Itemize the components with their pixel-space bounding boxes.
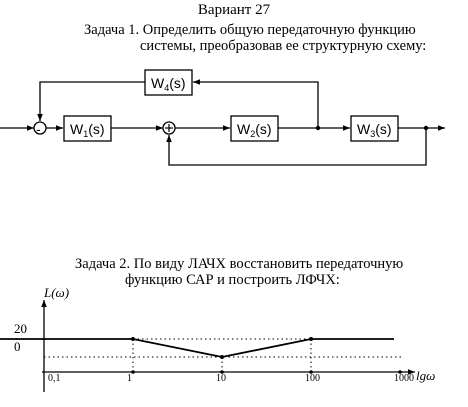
lafc-chart: 0,1 1 10 100 1000 20 0 L(ω) lgω: [0, 285, 435, 392]
branch-node-1: [315, 125, 321, 131]
x-tick-label-1: 1: [127, 373, 132, 384]
y-tick-label-0: 20: [14, 321, 27, 336]
task2-line2: функцию САР и построить ЛФЧХ:: [125, 272, 340, 288]
feedback-w4-to-sum1: [37, 81, 145, 121]
x-axis-label: lgω: [416, 368, 435, 383]
task1-line2: системы, преобразовав ее структурную схе…: [140, 38, 427, 54]
x-tick-3: [309, 370, 313, 374]
breakpoint-dot-0: [131, 337, 135, 341]
task1-line1: Задача 1. Определить общую передаточную …: [84, 22, 416, 38]
block-w2-label: W2(s): [237, 121, 272, 139]
x-tick-label-4: 1000: [394, 373, 414, 384]
x-tick-2: [220, 370, 224, 374]
x-tick-label-3: 100: [305, 373, 320, 384]
y-axis-label: L(ω): [43, 285, 69, 300]
block-w3-label: W3(s): [357, 121, 392, 139]
block-w1-label: W1(s): [70, 121, 105, 139]
breakpoint-dot-2: [309, 337, 313, 341]
branch-node-2: [423, 125, 429, 131]
plus-sign: [165, 124, 173, 132]
variant-title: Вариант 27: [197, 2, 271, 18]
x-tick-label-0: 0,1: [48, 373, 61, 384]
x-tick-label-2: 10: [216, 373, 226, 384]
feedback-to-w4: [193, 79, 319, 128]
block-diagram: [0, 69, 445, 166]
task2-line1: Задача 2. По виду ЛАЧХ восстановить пере…: [75, 256, 404, 272]
x-tick-4: [398, 370, 402, 374]
x-tick-1: [131, 370, 135, 374]
lafc-series-line: [0, 338, 394, 358]
feedback-output-to-sum2: [166, 128, 427, 166]
block-w4-label: W4(s): [151, 75, 186, 93]
y-tick-label-1: 0: [14, 339, 21, 354]
minus-sign: -: [36, 121, 41, 137]
breakpoint-dot-1: [220, 355, 224, 359]
